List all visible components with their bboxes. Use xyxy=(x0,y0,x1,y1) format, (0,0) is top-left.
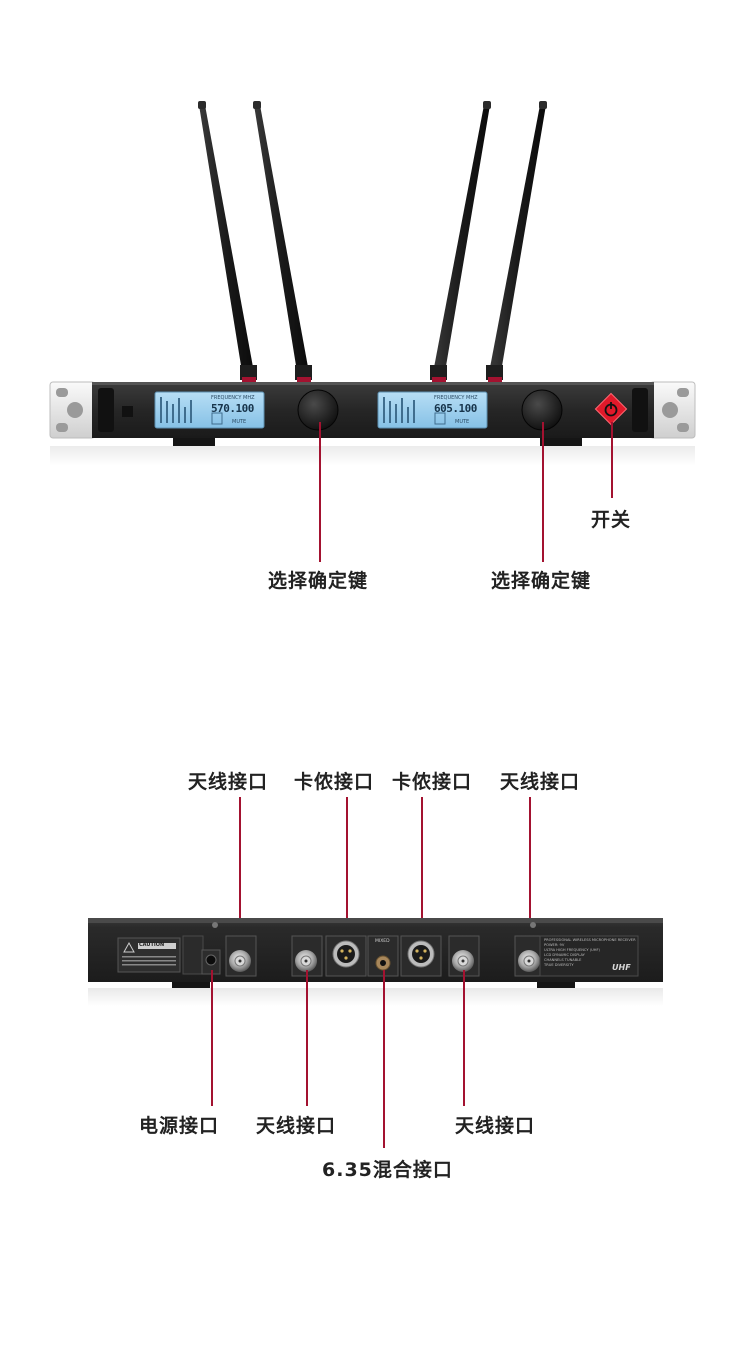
lcd-display-right xyxy=(377,391,488,429)
warning-icon xyxy=(123,941,135,953)
screw-icon xyxy=(212,922,218,928)
handle-left xyxy=(98,388,114,432)
label-select-key-right: 选择确定键 xyxy=(491,570,592,592)
spec-line: ULTRA HIGH FREQUENCY (UHF) xyxy=(544,948,600,952)
front-receiver-svg xyxy=(49,101,696,466)
rack-hole-icon xyxy=(56,423,68,432)
uhf-mark: UHF xyxy=(612,963,631,972)
rack-hole-icon xyxy=(677,388,689,397)
leader-antenna-bottom-right xyxy=(463,970,465,1106)
leader-power xyxy=(611,422,613,498)
leader-antenna-top-right xyxy=(529,797,531,949)
label-xlr-right: 卡侬接口 xyxy=(392,771,473,793)
antenna-right-inner xyxy=(430,101,491,382)
label-antenna-top-right: 天线接口 xyxy=(500,771,581,793)
rack-hole-icon xyxy=(662,402,678,418)
bnc-antenna-1[interactable] xyxy=(225,935,257,977)
select-knob-left[interactable] xyxy=(297,389,339,431)
caution-text: CAUTION xyxy=(139,942,165,948)
label-xlr-left: 卡侬接口 xyxy=(294,771,375,793)
bnc-antenna-2[interactable] xyxy=(291,935,323,977)
spec-plate xyxy=(539,935,639,977)
leader-xlr-left xyxy=(346,797,348,949)
leader-mix-port xyxy=(383,970,385,1148)
lcd-right-mute-label: MUTE xyxy=(455,419,470,425)
label-antenna-bottom-right: 天线接口 xyxy=(455,1115,536,1137)
spec-line: POWER: 9V xyxy=(544,943,565,947)
lcd-left-freq-caption: FREQUENCY MHZ xyxy=(211,395,255,401)
leader-xlr-right xyxy=(421,797,423,949)
antenna-right-outer xyxy=(486,101,547,382)
spec-line: PROFESSIONAL WIRELESS MICROPHONE RECEIVE… xyxy=(544,938,636,942)
xlr-output-right[interactable] xyxy=(400,935,442,977)
leader-antenna-bottom-left xyxy=(306,970,308,1106)
leader-select-left xyxy=(319,422,321,562)
lcd-left-freq-value: 570.100 xyxy=(211,402,254,415)
rack-hole-icon xyxy=(677,423,689,432)
leader-select-right xyxy=(542,422,544,562)
handle-right xyxy=(632,388,648,432)
rear-receiver-svg xyxy=(88,918,663,1006)
spec-lines: PROFESSIONAL WIRELESS MICROPHONE RECEIVE… xyxy=(544,938,636,968)
label-select-key-left: 选择确定键 xyxy=(268,570,369,592)
spec-line: CHANNELS TUNABLE xyxy=(544,958,582,962)
mix-caption: MIXED xyxy=(375,939,390,944)
rack-hole-icon xyxy=(56,388,68,397)
spec-line: LCD DYNAMIC DISPLAY xyxy=(544,953,585,957)
leader-power-port xyxy=(211,970,213,1106)
rack-hole-icon xyxy=(67,402,83,418)
label-antenna-bottom-left: 天线接口 xyxy=(256,1115,337,1137)
leader-antenna-top-left xyxy=(239,797,241,949)
label-antenna-top-left: 天线接口 xyxy=(188,771,269,793)
xlr-output-left[interactable] xyxy=(325,935,367,977)
lcd-display-left xyxy=(154,391,265,429)
front-panel-illustration xyxy=(0,95,750,475)
ir-window xyxy=(122,406,133,417)
mix-output-jack[interactable] xyxy=(367,935,399,977)
antenna-left-inner xyxy=(253,101,312,382)
label-mix-port: 6.35混合接口 xyxy=(322,1159,453,1181)
lcd-right-freq-caption: FREQUENCY MHZ xyxy=(434,395,478,401)
spec-line: TRUE DIVERSITY xyxy=(544,963,574,967)
lcd-right-freq-value: 605.100 xyxy=(434,402,477,415)
label-power-port: 电源接口 xyxy=(139,1115,220,1137)
label-power-switch: 开关 xyxy=(591,509,632,531)
rear-panel-illustration xyxy=(0,900,750,1010)
antenna-left-outer xyxy=(198,101,257,382)
power-button[interactable] xyxy=(594,392,628,426)
screw-icon xyxy=(530,922,536,928)
lcd-left-mute-label: MUTE xyxy=(232,419,247,425)
bnc-antenna-3[interactable] xyxy=(448,935,480,977)
